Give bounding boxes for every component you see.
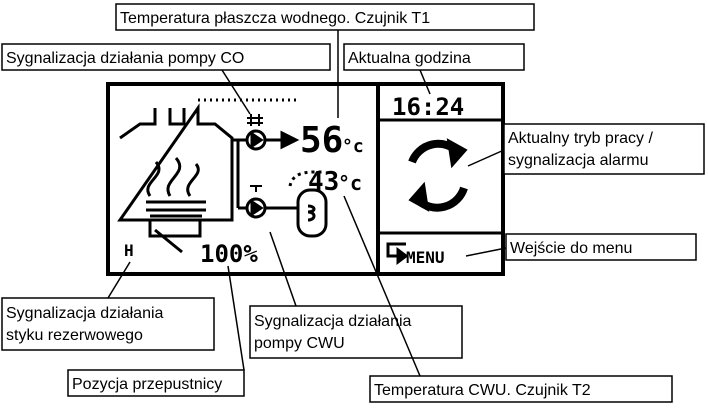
boiler-temperature: 56 [300,120,343,161]
leader-cwu-pump [269,231,297,307]
callout-cwu-pump-line2: pompy CWU [254,335,345,352]
callout-cwu-pump-line1: Sygnalizacja działania [254,313,412,330]
callout-box-menu [505,233,697,261]
callout-box-pump-co [1,43,331,71]
pump-co-icon [245,114,267,151]
callout-temp-cwu: Temperatura CWU. Czujnik T2 [374,382,591,399]
callout-box-temp-boiler [115,3,535,31]
display-time: 16:24 [392,93,464,121]
cwu-temperature: 43 [308,167,339,197]
callout-reserve-line2: styku rezerwowego [6,327,143,344]
callout-mode-line1: Aktualny tryb pracy / [508,130,654,147]
callout-mode-line2: sygnalizacja alarmu [508,152,649,169]
pump-cwu-icon [245,185,267,219]
reserve-indicator: H [124,241,134,260]
leader-reserve [107,261,131,299]
leader-mode [467,149,505,167]
cwu-temperature-unit: °c [338,171,362,195]
damper-position: 100% [200,240,258,268]
leader-pump-co [221,69,251,115]
boiler-with-flame-icon [117,103,234,254]
leader-lines [107,30,507,377]
callout-box-cwu-pump [249,305,463,359]
leader-damper [227,265,245,371]
hot-water-tank-icon [296,188,328,238]
leader-time [419,69,431,95]
callout-box-temp-cwu [369,375,673,403]
menu-label: MENU [406,248,445,267]
callout-reserve-line1: Sygnalizacja działania [6,305,164,322]
callout-time: Aktualna godzina [348,50,471,67]
leader-menu [465,247,507,257]
boiler-temperature-unit: °c [342,136,364,157]
callout-pump-co: Sygnalizacja działania pompy CO [6,50,244,67]
rotating-arrows-icon [408,138,468,212]
callout-box-mode [503,123,705,175]
callout-box-damper [67,369,245,397]
return-arrow-icon [386,242,409,265]
callout-menu: Wejście do menu [510,240,632,257]
leader-temp-cwu [343,195,421,377]
callout-damper: Pozycja przepustnicy [72,376,222,393]
callout-temp-boiler: Temperatura płaszcza wodnego. Czujnik T1 [120,10,430,27]
callout-box-time [343,43,525,71]
co-piping [198,98,322,210]
